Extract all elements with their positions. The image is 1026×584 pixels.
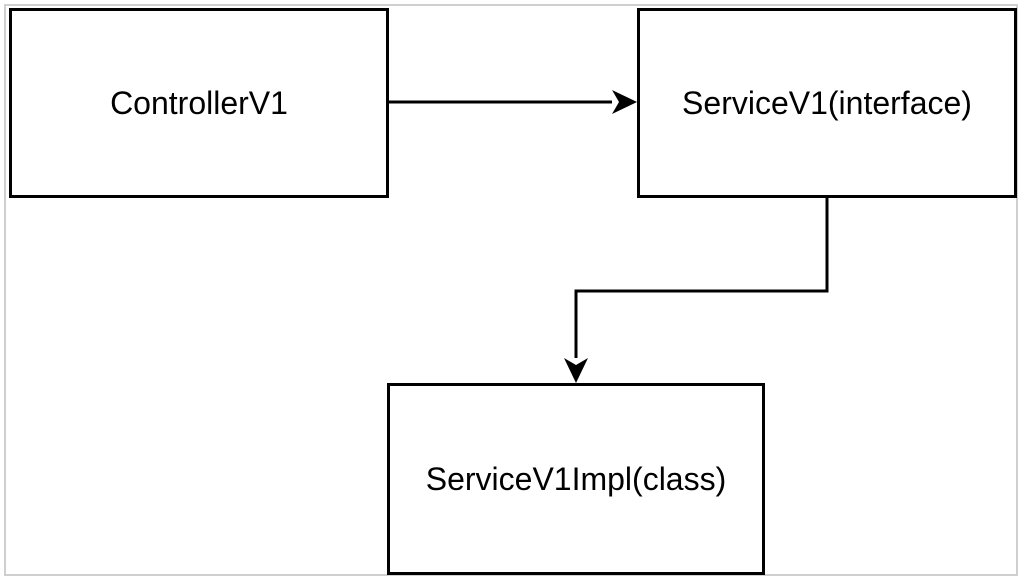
node-service-v1-interface: ServiceV1(interface) — [637, 8, 1017, 198]
node-service-v1-impl-class: ServiceV1Impl(class) — [387, 383, 765, 575]
node-label: ControllerV1 — [110, 84, 288, 121]
node-controller-v1: ControllerV1 — [9, 8, 389, 198]
node-label: ServiceV1Impl(class) — [425, 460, 727, 497]
node-label: ServiceV1(interface) — [682, 84, 972, 121]
